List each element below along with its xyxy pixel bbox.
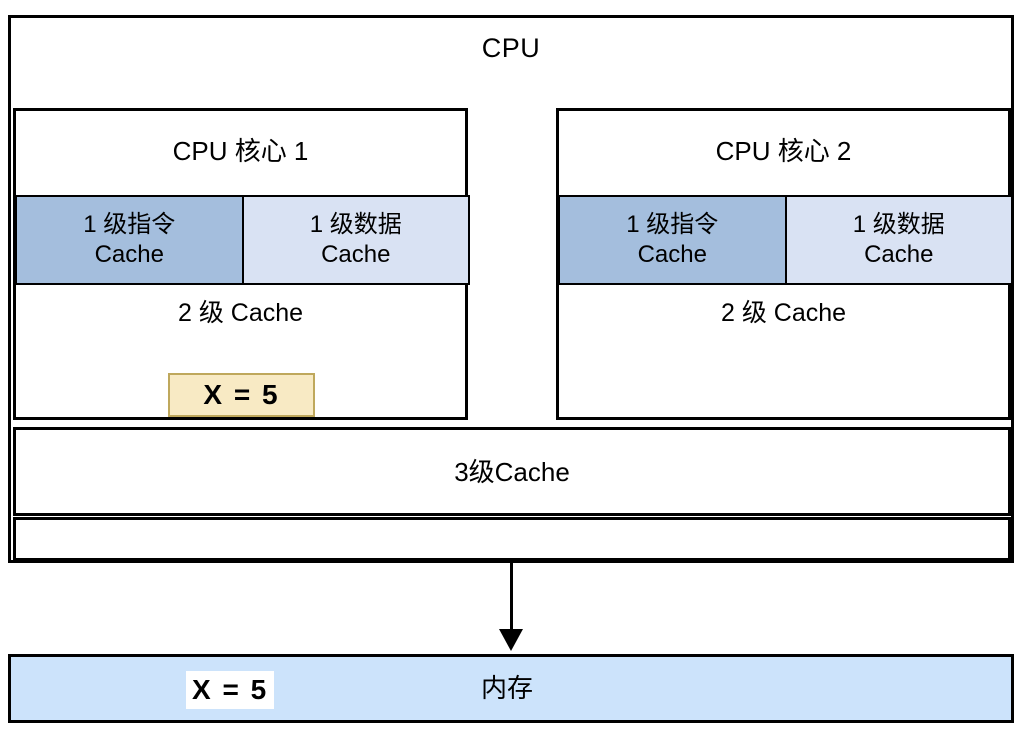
core-1-l1-data-cache: 1 级数据 Cache [242,195,470,285]
core-2-l1-data-cache-label-line2: Cache [864,241,934,268]
memory-value-badge: X = 5 [186,671,275,709]
core-2-l1-data-cache-label-line1: 1 级数据 [852,211,945,238]
core-2-l1-cache-row: 1 级指令 Cache 1 级数据 Cache [558,195,1013,285]
l3-cache-label: 3级Cache [454,456,570,487]
cpu-core-2-title: CPU 核心 2 [715,136,852,166]
l3-cache-box: 3级Cache [13,427,1011,516]
core-1-l1-cache-row: 1 级指令 Cache 1 级数据 Cache [15,195,470,285]
core-2-l1-instruction-cache-label-line1: 1 级指令 [626,211,719,238]
core-1-l1-data-cache-label-line1: 1 级数据 [309,211,402,238]
cpu-core-2: CPU 核心 2 1 级指令 Cache 1 级数据 Cache 2 级 Cac… [556,108,1013,420]
core-2-l1-data-cache: 1 级数据 Cache [785,195,1013,285]
cpu-title: CPU [481,33,541,63]
memory-label: 内存 [481,673,534,703]
core-2-l1-instruction-cache-label-line2: Cache [637,241,707,268]
down-arrow-icon [499,629,523,651]
core-1-l2-cache-label: 2 级 Cache [177,299,304,327]
memory-box: X = 5 内存 [8,654,1014,723]
core-1-l1-instruction-cache-label-line1: 1 级指令 [83,211,176,238]
down-arrow-line [510,563,513,635]
cpu-container: CPU CPU 核心 1 1 级指令 Cache 1 级数据 Cache 2 级… [8,15,1014,563]
cpu-core-1-title: CPU 核心 1 [172,136,309,166]
core-1-l1-data-cache-label-line2: Cache [321,241,391,268]
core-2-l1-instruction-cache: 1 级指令 Cache [558,195,786,285]
cpu-core-1: CPU 核心 1 1 级指令 Cache 1 级数据 Cache 2 级 Cac… [13,108,470,420]
core-2-l2-cache-label: 2 级 Cache [720,299,847,327]
core-1-cached-value-badge: X = 5 [168,373,315,417]
cpu-bus-strip [13,517,1011,561]
core-1-l1-instruction-cache-label-line2: Cache [94,241,164,268]
core-1-l1-instruction-cache: 1 级指令 Cache [15,195,243,285]
